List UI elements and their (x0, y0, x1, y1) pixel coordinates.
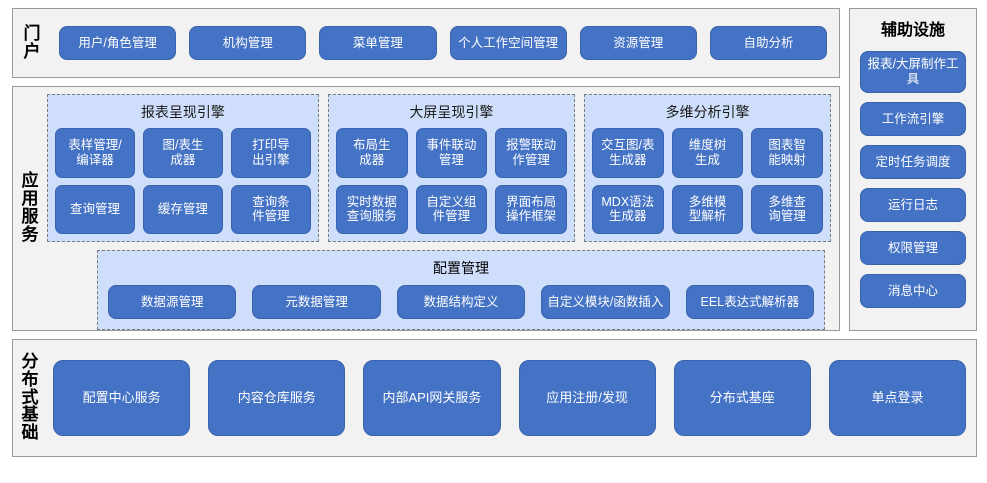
base-label-char-1: 布 (21, 369, 39, 389)
engine-grid-multidimensional-analysis: 交互图/表 生成器 维度树 生成 图表智 能映射 MDX语法 生成器 多维模 型… (591, 128, 823, 234)
engine-title-large-screen-rendering: 大屏呈现引擎 (409, 104, 494, 120)
portal-button-organization-management[interactable]: 机构管理 (189, 26, 307, 60)
module-alarm-linkage-action-management[interactable]: 报警联动 作管理 (495, 128, 567, 178)
module-query-condition-management[interactable]: 查询条 件管理 (230, 184, 311, 234)
config-button-metadata-management[interactable]: 元数据管理 (252, 285, 381, 319)
top-row: 门 户 用户/角色管理 机构管理 菜单管理 个人工作空间管理 资源管理 自助分析… (12, 8, 977, 331)
base-label-char-0: 分 (21, 351, 39, 371)
aux-button-scheduled-task-scheduling[interactable]: 定时任务调度 (860, 145, 966, 179)
module-multidimensional-query-management[interactable]: 多维查 询管理 (751, 184, 823, 234)
engine-title-report-rendering: 报表呈现引擎 (140, 104, 225, 120)
aux-button-message-center[interactable]: 消息中心 (860, 274, 966, 308)
base-label-char-3: 基 (21, 405, 39, 425)
appsvc-label-char-0: 应 (21, 171, 39, 191)
base-button-application-registration-discovery[interactable]: 应用注册/发现 (518, 359, 656, 436)
module-dimension-tree-generation[interactable]: 维度树 生成 (671, 128, 744, 178)
portal-label-char-1: 户 (23, 42, 41, 61)
module-cache-management[interactable]: 缓存管理 (142, 184, 223, 234)
application-service-body: 报表呈现引擎 表样管理/ 编译器 图/表生 成器 打印导 出引擎 查询管理 缓存… (43, 94, 831, 330)
module-mdx-syntax-generator[interactable]: MDX语法 生成器 (591, 184, 664, 234)
portal-panel: 门 户 用户/角色管理 机构管理 菜单管理 个人工作空间管理 资源管理 自助分析 (12, 8, 840, 78)
distributed-foundation-button-group: 配置中心服务 内容仓库服务 内部API网关服务 应用注册/发现 分布式基座 单点… (43, 347, 967, 448)
aux-button-workflow-engine[interactable]: 工作流引擎 (860, 102, 966, 136)
module-print-export-engine[interactable]: 打印导 出引擎 (230, 128, 311, 178)
module-event-linkage-management[interactable]: 事件联动 管理 (415, 128, 488, 178)
portal-label-char-0: 门 (23, 24, 41, 44)
base-button-single-sign-on[interactable]: 单点登录 (828, 359, 967, 436)
config-button-data-structure-definition[interactable]: 数据结构定义 (396, 285, 526, 319)
distributed-foundation-panel: 分 布 式 基 础 配置中心服务 内容仓库服务 内部API网关服务 应用注册/发… (12, 339, 977, 457)
module-realtime-data-query-service[interactable]: 实时数据 查询服务 (335, 184, 408, 234)
portal-section-label: 门 户 (19, 25, 45, 61)
module-chart-table-generator[interactable]: 图/表生 成器 (142, 128, 223, 178)
base-label-char-2: 式 (21, 387, 39, 407)
base-button-distributed-base[interactable]: 分布式基座 (673, 359, 811, 436)
portal-button-self-service-analysis[interactable]: 自助分析 (709, 26, 828, 60)
portal-button-user-role-management[interactable]: 用户/角色管理 (59, 26, 177, 60)
config-button-custom-module-function-insert[interactable]: 自定义模块/函数插入 (541, 285, 670, 319)
aux-button-run-log[interactable]: 运行日志 (860, 188, 966, 222)
appsvc-label-char-1: 用 (21, 189, 39, 209)
application-service-panel: 应 用 服 务 报表呈现引擎 表样管理/ 编译器 图/表生 成器 打印 (12, 86, 840, 331)
portal-button-resource-management[interactable]: 资源管理 (579, 26, 697, 60)
engine-grid-report-rendering: 表样管理/ 编译器 图/表生 成器 打印导 出引擎 查询管理 缓存管理 查询条 … (55, 128, 311, 234)
engine-grid-large-screen-rendering: 布局生 成器 事件联动 管理 报警联动 作管理 实时数据 查询服务 自定义组 件… (335, 128, 567, 234)
config-management-title: 配置管理 (433, 260, 489, 276)
module-report-template-management-compiler[interactable]: 表样管理/ 编译器 (55, 128, 135, 178)
portal-button-personal-workspace-management[interactable]: 个人工作空间管理 (449, 26, 567, 60)
engine-group-report-rendering: 报表呈现引擎 表样管理/ 编译器 图/表生 成器 打印导 出引擎 查询管理 缓存… (47, 94, 319, 242)
appsvc-label-char-2: 服 (21, 207, 39, 226)
config-management-group: 配置管理 数据源管理 元数据管理 数据结构定义 自定义模块/函数插入 EEL表达… (97, 250, 825, 330)
base-label-char-4: 础 (21, 423, 39, 443)
engine-group-multidimensional-analysis: 多维分析引擎 交互图/表 生成器 维度树 生成 图表智 能映射 MDX语法 生成… (583, 94, 831, 242)
engine-title-multidimensional-analysis: 多维分析引擎 (665, 104, 750, 120)
auxiliary-facilities-panel: 辅助设施 报表/大屏制作工具 工作流引擎 定时任务调度 运行日志 权限管理 消息… (849, 8, 977, 331)
distributed-foundation-section-label: 分 布 式 基 础 (17, 347, 43, 448)
portal-button-menu-management[interactable]: 菜单管理 (319, 26, 437, 60)
module-custom-component-management[interactable]: 自定义组 件管理 (415, 184, 488, 234)
module-ui-layout-operation-framework[interactable]: 界面布局 操作框架 (495, 184, 567, 234)
aux-button-report-dashboard-authoring-tool[interactable]: 报表/大屏制作工具 (860, 51, 966, 93)
module-layout-generator[interactable]: 布局生 成器 (335, 128, 408, 178)
base-button-content-repository-service[interactable]: 内容仓库服务 (208, 359, 346, 436)
module-interactive-chart-table-generator[interactable]: 交互图/表 生成器 (591, 128, 664, 178)
module-multidimensional-model-parsing[interactable]: 多维模 型解析 (671, 184, 744, 234)
portal-button-group: 用户/角色管理 机构管理 菜单管理 个人工作空间管理 资源管理 自助分析 (55, 9, 831, 77)
engine-group-large-screen-rendering: 大屏呈现引擎 布局生 成器 事件联动 管理 报警联动 作管理 实时数据 查询服务… (327, 94, 575, 242)
base-button-internal-api-gateway-service[interactable]: 内部API网关服务 (363, 359, 501, 436)
config-button-eel-expression-parser[interactable]: EEL表达式解析器 (685, 285, 815, 319)
auxiliary-facilities-title: 辅助设施 (880, 22, 945, 39)
module-chart-smart-mapping[interactable]: 图表智 能映射 (751, 128, 823, 178)
config-management-button-group: 数据源管理 元数据管理 数据结构定义 自定义模块/函数插入 EEL表达式解析器 (108, 285, 815, 321)
application-service-section-label: 应 用 服 务 (17, 94, 43, 322)
engines-row: 报表呈现引擎 表样管理/ 编译器 图/表生 成器 打印导 出引擎 查询管理 缓存… (47, 94, 831, 242)
base-button-config-center-service[interactable]: 配置中心服务 (53, 359, 191, 436)
config-button-datasource-management[interactable]: 数据源管理 (108, 285, 237, 319)
module-query-management[interactable]: 查询管理 (55, 184, 135, 234)
appsvc-label-char-3: 务 (21, 224, 39, 244)
aux-button-permission-management[interactable]: 权限管理 (860, 231, 966, 265)
